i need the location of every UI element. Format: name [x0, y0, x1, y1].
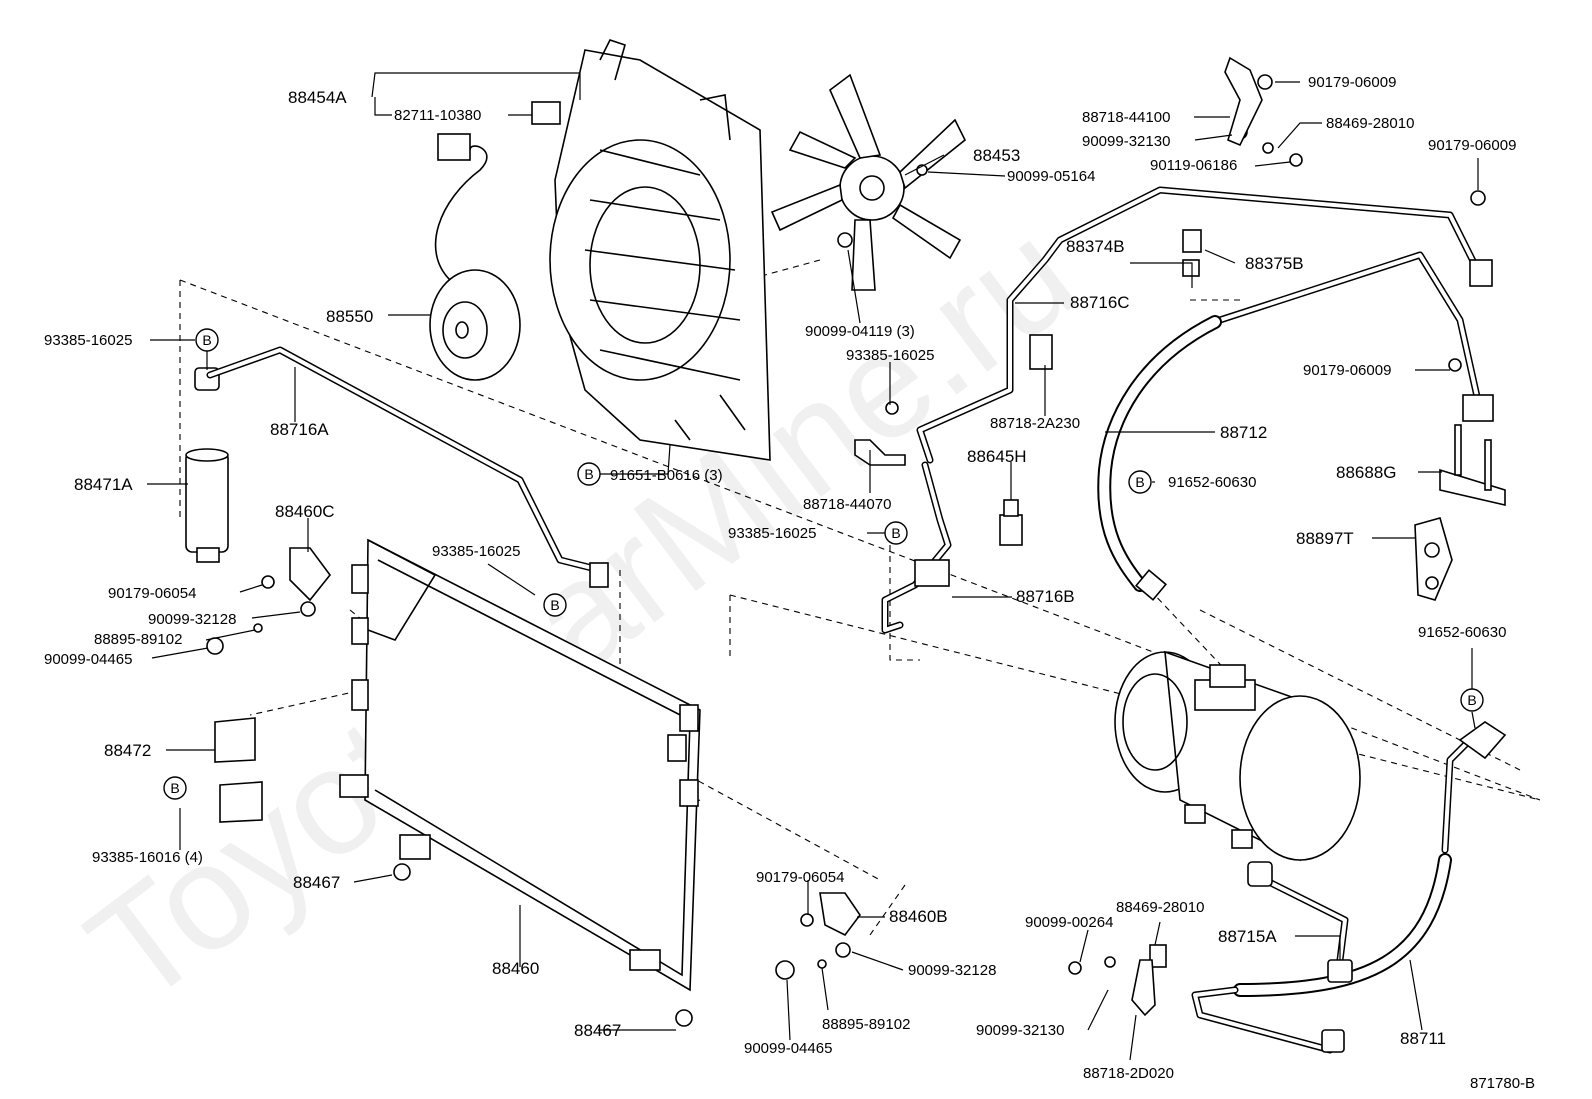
fan-blade — [770, 73, 967, 291]
plate-88897T — [1414, 517, 1453, 601]
label-88453: 88453 — [973, 146, 1020, 165]
label-90119-06186: 90119-06186 — [1150, 157, 1237, 174]
label-90099-32128-a: 90099-32128 — [148, 611, 236, 628]
pipe-88716C — [916, 186, 1493, 464]
label-90179-06054-b: 90179-06054 — [756, 869, 844, 886]
label-88469-28010-b: 88469-28010 — [1116, 899, 1204, 916]
label-90099-00264: 90099-00264 — [1025, 914, 1113, 931]
label-88711: 88711 — [1400, 1029, 1446, 1048]
label-88897T: 88897T — [1296, 529, 1354, 548]
pipe-88712-upper — [1216, 251, 1494, 422]
label-93385-16025-b: 93385-16025 — [432, 543, 520, 560]
part-labels: 88454A 82711-10380 88550 88453 90099-051… — [44, 74, 1535, 1092]
label-88375B: 88375B — [1245, 254, 1304, 273]
hose-88712 — [1097, 315, 1222, 601]
fasteners — [206, 74, 1486, 1027]
label-88467-b: 88467 — [574, 1021, 621, 1040]
label-82711-10380: 82711-10380 — [394, 107, 481, 124]
bracket-88460C — [289, 547, 332, 602]
label-88718-44100: 88718-44100 — [1082, 109, 1170, 126]
bracket-88718-44100 — [1224, 56, 1263, 147]
label-90099-04465-b: 90099-04465 — [744, 1040, 832, 1057]
svg-text:B: B — [891, 525, 900, 541]
badge-b-6: B — [1128, 470, 1152, 494]
diagram-ref-code: 871780-B — [1470, 1075, 1535, 1092]
label-88712: 88712 — [1220, 423, 1267, 442]
hose-88711 — [1191, 721, 1507, 1054]
label-88645H: 88645H — [967, 447, 1027, 466]
label-88688G: 88688G — [1336, 463, 1397, 482]
badge-b-2: B — [577, 462, 601, 486]
label-90099-05164: 90099-05164 — [1007, 168, 1095, 185]
label-88718-2a230: 88718-2A230 — [990, 415, 1080, 432]
label-90179-06009-c: 90179-06009 — [1303, 362, 1391, 379]
label-88716B: 88716B — [1016, 587, 1075, 606]
pipe-88715A — [1247, 861, 1353, 1053]
label-90179-06009-a: 90179-06009 — [1308, 74, 1396, 91]
badge-b-4: B — [163, 776, 187, 800]
label-93385-16025-a: 93385-16025 — [44, 332, 132, 349]
bracket-88472 — [214, 717, 263, 823]
pressure-switch-88645H — [999, 499, 1023, 546]
label-93385-16025-c: 93385-16025 — [846, 347, 934, 364]
label-91651-b0616: 91651-B0616 (3) — [610, 467, 723, 484]
badge-b-7: B — [1460, 688, 1484, 712]
label-88472: 88472 — [104, 741, 151, 760]
pipe-88716B — [881, 461, 952, 634]
label-90099-04465-a: 90099-04465 — [44, 651, 132, 668]
label-93385-16025-d: 93385-16025 — [728, 525, 816, 542]
label-90099-32130-a: 90099-32130 — [1082, 133, 1170, 150]
label-88718-2d020: 88718-2D020 — [1083, 1065, 1174, 1082]
svg-text:B: B — [584, 466, 593, 482]
label-88715A: 88715A — [1218, 927, 1277, 946]
label-88460C: 88460C — [275, 502, 335, 521]
leader-lines — [147, 72, 1479, 1061]
label-88895-89102-a: 88895-89102 — [94, 631, 182, 648]
label-93385-16016: 93385-16016 (4) — [92, 849, 203, 866]
label-88460B: 88460B — [889, 907, 948, 926]
compressor — [1114, 650, 1361, 862]
b-badges: B B B B B B B — [163, 328, 1484, 800]
label-90179-06009-b: 90179-06009 — [1428, 137, 1516, 154]
label-90179-06054-a: 90179-06054 — [108, 585, 196, 602]
label-88718-44070: 88718-44070 — [803, 496, 891, 513]
bracket-88460B — [819, 892, 861, 937]
label-88471A: 88471A — [74, 475, 133, 494]
clamp-88718-44070 — [854, 439, 906, 466]
pipe-88716A — [206, 346, 609, 588]
svg-text:B: B — [550, 597, 559, 613]
clamp-88718-2A230 — [1029, 334, 1053, 370]
label-88460: 88460 — [492, 959, 539, 978]
receiver-drier — [185, 367, 229, 563]
bracket-88718-2D020 — [1131, 959, 1156, 1017]
label-90099-04119: 90099-04119 (3) — [805, 323, 915, 340]
badge-b-3: B — [543, 593, 567, 617]
label-88469-28010-a: 88469-28010 — [1326, 115, 1414, 132]
label-88550: 88550 — [326, 307, 373, 326]
fan-motor — [429, 133, 521, 381]
label-88374B: 88374B — [1066, 237, 1125, 256]
svg-text:B: B — [202, 332, 211, 348]
label-90099-32130-b: 90099-32130 — [976, 1022, 1064, 1039]
bracket-88688G — [1439, 424, 1506, 507]
label-88454A: 88454A — [288, 88, 347, 107]
svg-text:B: B — [1135, 474, 1144, 490]
svg-text:B: B — [1467, 692, 1476, 708]
label-88716C: 88716C — [1070, 293, 1130, 312]
label-91652-60630-b: 91652-60630 — [1418, 624, 1506, 641]
label-90099-32128-b: 90099-32128 — [908, 962, 996, 979]
label-88467-a: 88467 — [293, 873, 340, 892]
condenser — [339, 538, 701, 992]
fan-shroud — [531, 39, 771, 461]
label-88895-89102-b: 88895-89102 — [822, 1016, 910, 1033]
badge-b-5: B — [884, 521, 908, 545]
badge-b-1: B — [195, 328, 219, 352]
label-91652-60630-a: 91652-60630 — [1168, 474, 1256, 491]
label-88716A: 88716A — [270, 420, 329, 439]
svg-text:B: B — [170, 780, 179, 796]
